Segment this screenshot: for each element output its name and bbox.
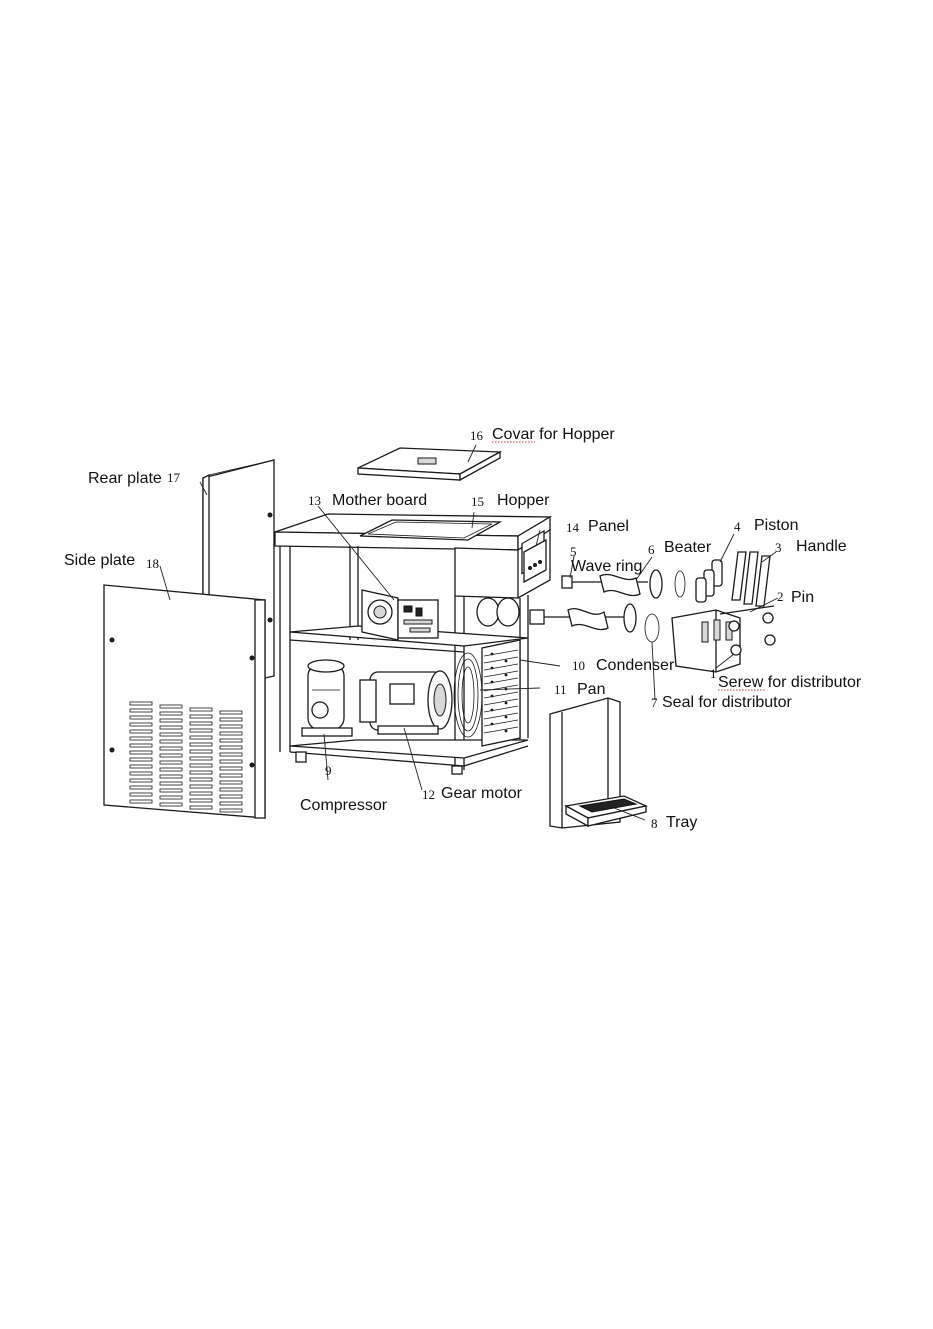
part-number-12: 12 xyxy=(422,787,435,802)
condenser-drawing xyxy=(482,640,520,746)
part-label-11: Pan xyxy=(577,681,605,698)
part-label-6: Beater xyxy=(664,539,712,556)
part-label-2: Pin xyxy=(791,589,814,606)
tray-drawing xyxy=(550,698,646,828)
part-label-15: Hopper xyxy=(497,492,550,509)
part-label-17: Rear plate xyxy=(88,470,162,487)
hopper-cover-drawing xyxy=(358,448,500,480)
pan-drawing xyxy=(454,653,482,737)
mother-board-drawing xyxy=(362,590,438,640)
part-number-14: 14 xyxy=(566,520,580,535)
compressor-drawing xyxy=(302,660,352,736)
part-number-8: 8 xyxy=(651,816,658,831)
part-number-9: 9 xyxy=(325,763,332,778)
part-number-18: 18 xyxy=(146,556,159,571)
part-label-1: Serew for distributor xyxy=(718,674,862,691)
gear-motor-drawing xyxy=(360,671,452,734)
part-number-5: 5 xyxy=(570,544,577,559)
part-label-12: Gear motor xyxy=(441,785,523,802)
part-label-7: Seal for distributor xyxy=(662,694,793,711)
part-label-13: Mother board xyxy=(332,492,427,509)
part-label-3: Handle xyxy=(796,538,847,555)
part-number-16: 16 xyxy=(470,428,484,443)
part-label-9: Compressor xyxy=(300,797,388,814)
part-label-14: Panel xyxy=(588,518,629,535)
part-number-6: 6 xyxy=(648,542,655,557)
part-number-17: 17 xyxy=(167,470,181,485)
part-label-4: Piston xyxy=(754,517,798,534)
part-label-10: Condenser xyxy=(596,657,675,674)
part-label-8: Tray xyxy=(666,814,697,831)
side-plate-drawing xyxy=(104,585,265,818)
part-number-7: 7 xyxy=(651,695,658,710)
part-label-16: Covar for Hopper xyxy=(492,426,615,443)
part-number-15: 15 xyxy=(471,494,484,509)
part-number-2: 2 xyxy=(777,589,784,604)
part-number-1: 1 xyxy=(710,666,717,681)
part-number-3: 3 xyxy=(775,540,782,555)
part-number-11: 11 xyxy=(554,682,567,697)
part-label-18: Side plate xyxy=(64,552,135,569)
part-label-5: Wave ring xyxy=(571,558,642,575)
part-number-4: 4 xyxy=(734,519,741,534)
part-number-13: 13 xyxy=(308,493,321,508)
part-number-10: 10 xyxy=(572,658,585,673)
